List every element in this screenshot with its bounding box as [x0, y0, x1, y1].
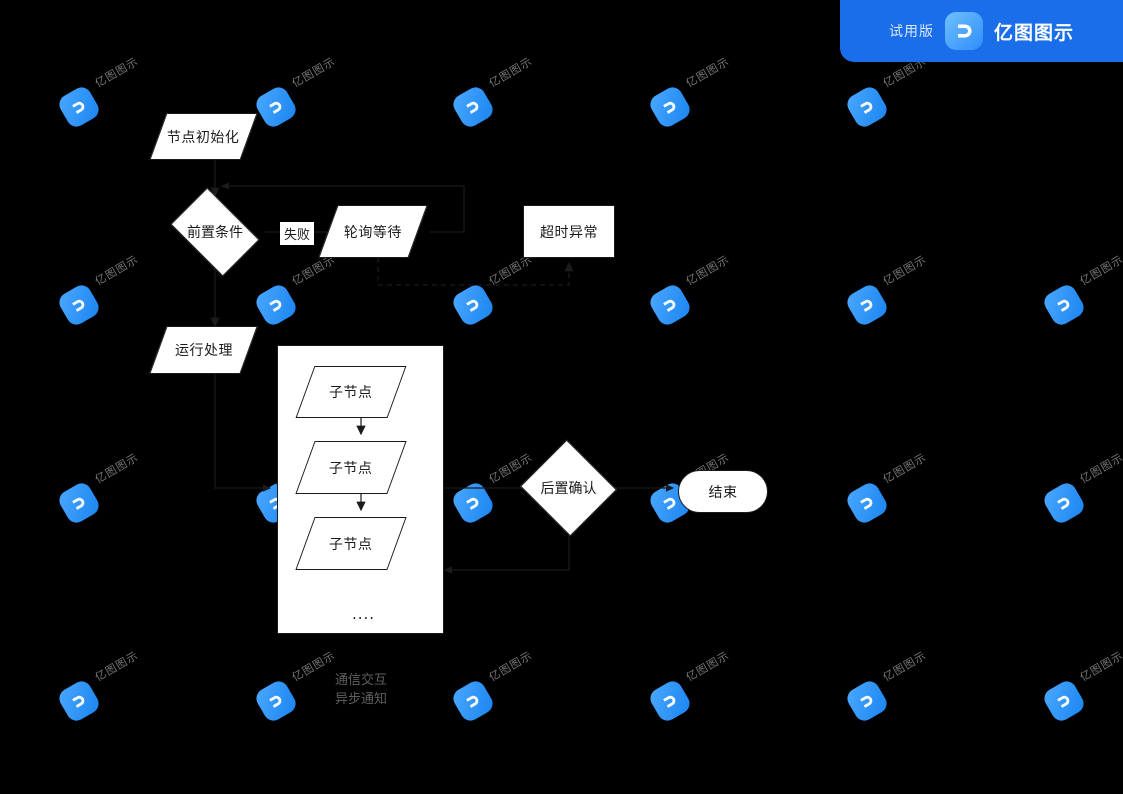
node-precheck-label: 前置条件	[187, 225, 243, 241]
node-poll-label: 轮询等待	[344, 224, 402, 241]
node-timeout-label: 超时异常	[540, 224, 598, 241]
node-child-2[interactable]: 子节点	[295, 441, 407, 494]
note-communication: 通信交互	[335, 673, 388, 688]
node-child-2-label: 子节点	[329, 460, 373, 477]
edraw-logo-icon	[944, 12, 983, 50]
node-poll[interactable]: 轮询等待	[318, 205, 428, 258]
node-child-1-label: 子节点	[329, 385, 373, 401]
node-child-3-label: 子节点	[329, 536, 373, 553]
node-postconfirm[interactable]: 后置确认	[520, 439, 617, 537]
trial-label: 试用版	[888, 24, 934, 40]
node-precheck[interactable]: 前置条件	[170, 187, 260, 277]
node-running[interactable]: 运行处理	[149, 326, 258, 374]
node-running-label: 运行处理	[174, 343, 233, 359]
trial-version-badge[interactable]: 试用版 亿图图示	[840, 0, 1123, 62]
node-child-1[interactable]: 子节点	[295, 366, 407, 418]
node-timeout[interactable]: 超时异常	[523, 205, 615, 258]
node-postconfirm-label: 后置确认	[540, 481, 597, 497]
node-child-3[interactable]: 子节点	[295, 517, 407, 570]
edge-poll-precheck-loop	[220, 182, 465, 233]
node-init-label: 节点初始化	[167, 129, 240, 146]
edge-running-children	[214, 374, 272, 492]
node-end-label: 结束	[708, 484, 738, 501]
node-more-ellipsis: ....	[352, 605, 376, 623]
edge-postconfirm-children	[443, 521, 570, 574]
edge-label-fail: 失败	[280, 222, 315, 245]
brand-name: 亿图图示	[993, 21, 1074, 44]
edge-poll-timeout	[377, 258, 574, 286]
node-end[interactable]: 结束	[678, 470, 768, 513]
note-async: 异步通知	[335, 692, 388, 707]
node-init[interactable]: 节点初始化	[149, 113, 258, 160]
